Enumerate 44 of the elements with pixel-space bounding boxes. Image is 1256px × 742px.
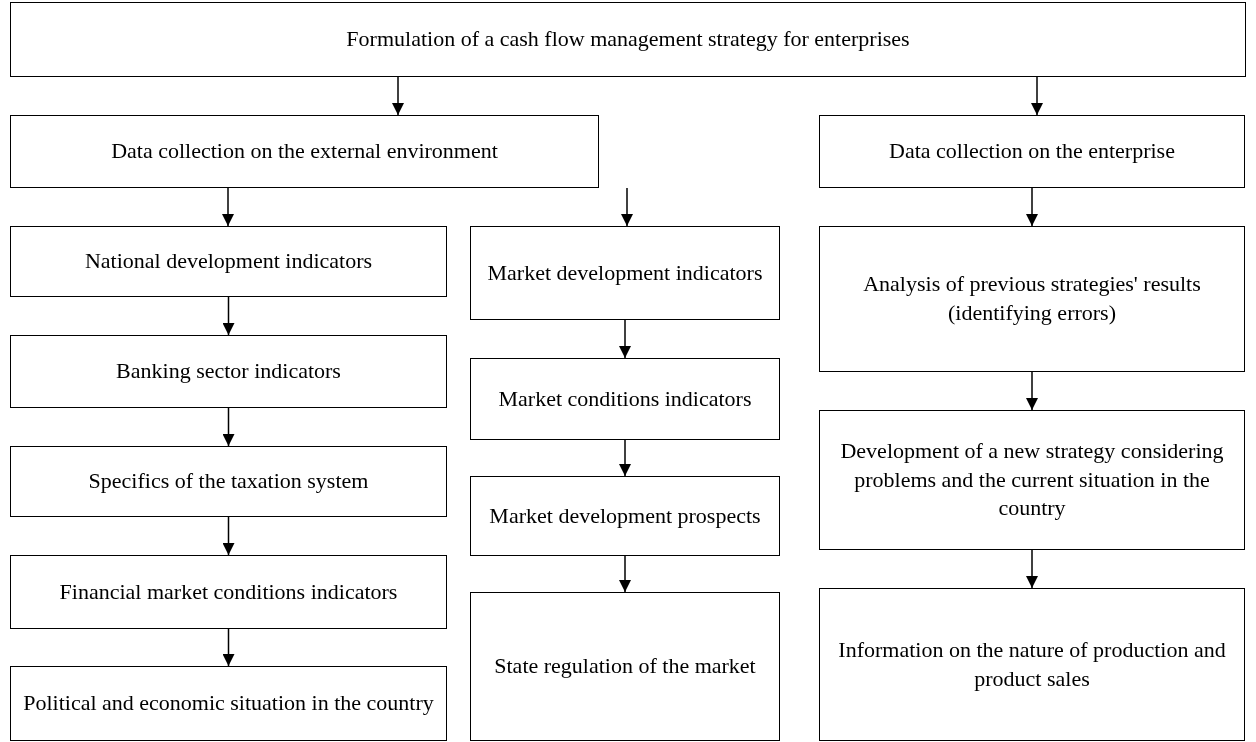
arrow (222, 407, 235, 447)
box-text: State regulation of the market (494, 652, 756, 681)
box-text: Data collection on the enterprise (889, 137, 1175, 166)
box-text: Market conditions indicators (498, 384, 752, 413)
arrow (1026, 187, 1038, 227)
process-box (10, 335, 447, 408)
arrow (222, 516, 235, 556)
process-box (10, 115, 599, 188)
arrow (392, 76, 404, 116)
process-box (819, 410, 1245, 550)
process-box (819, 226, 1245, 372)
process-box (10, 446, 447, 517)
process-box (819, 115, 1245, 188)
box-text: Banking sector indicators (116, 357, 341, 386)
process-box (470, 476, 780, 556)
box-text: Financial market conditions indicators (59, 577, 398, 606)
box-text: Specifics of the taxation system (88, 467, 369, 496)
process-box (10, 555, 447, 629)
box-text: Market development prospects (489, 501, 761, 530)
arrow (1026, 549, 1038, 589)
process-box (10, 226, 447, 297)
arrow (222, 296, 235, 336)
arrow (222, 187, 234, 227)
box-text: Development of a new strategy considering problems and the current situation in the country (839, 437, 1225, 523)
process-box (10, 2, 1246, 77)
box-text: Formulation of a cash flow management strategy for enterprises (346, 25, 910, 54)
box-text: Data collection on the external environment (111, 137, 498, 166)
arrow (619, 319, 631, 359)
box-text: National development indicators (84, 247, 373, 276)
process-box (470, 358, 780, 440)
arrow (1031, 76, 1043, 116)
box-text: Information on the nature of production and product sales (837, 635, 1227, 693)
arrow (1026, 371, 1038, 411)
arrow (619, 439, 631, 477)
process-box (819, 588, 1245, 741)
arrow (619, 555, 631, 593)
process-box (470, 592, 780, 741)
box-text: Political and economic situation in the country (23, 689, 434, 718)
box-text: Analysis of previous strategies' results (identifying errors) (862, 270, 1202, 327)
process-box (470, 226, 780, 320)
process-box (10, 666, 447, 741)
box-text: Market development indicators (487, 258, 763, 287)
arrow (222, 628, 235, 667)
arrow (621, 187, 633, 227)
